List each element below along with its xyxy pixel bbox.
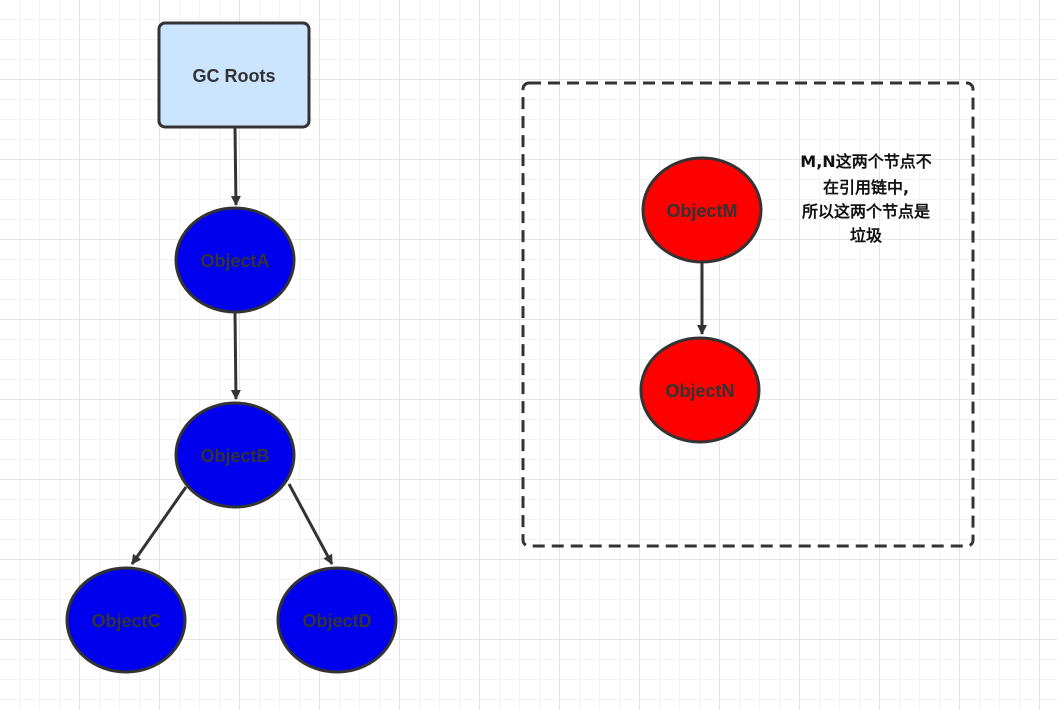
garbage-note-line-1: M,N这两个节点不 bbox=[800, 152, 931, 171]
object-c-node: ObjectC bbox=[65, 566, 187, 674]
object-c-label: ObjectC bbox=[91, 611, 160, 631]
gc-roots-label: GC Roots bbox=[193, 66, 276, 86]
garbage-note: M,N这两个节点不 在引用链中, 所以这两个节点是 垃圾 bbox=[800, 152, 931, 245]
garbage-note-line-4: 垃圾 bbox=[850, 226, 883, 245]
edge-b-to-d bbox=[287, 483, 334, 565]
edge-a-to-b bbox=[230, 312, 241, 400]
object-a-label: ObjectA bbox=[200, 251, 269, 271]
object-n-node: ObjectN bbox=[639, 336, 761, 444]
object-b-node: ObjectB bbox=[174, 401, 296, 509]
object-m-node: ObjectM bbox=[641, 156, 763, 264]
gc-roots-node: GC Roots bbox=[157, 21, 311, 129]
object-d-node: ObjectD bbox=[276, 566, 398, 674]
object-m-label: ObjectM bbox=[666, 201, 737, 221]
garbage-note-line-2: 在引用链中, bbox=[823, 178, 909, 197]
object-a-node: ObjectA bbox=[174, 206, 296, 314]
object-n-label: ObjectN bbox=[665, 381, 734, 401]
unreachable-group-box bbox=[521, 81, 975, 548]
edge-root-to-a bbox=[230, 127, 241, 206]
garbage-note-line-3: 所以这两个节点是 bbox=[802, 202, 930, 221]
edge-b-to-c bbox=[130, 486, 188, 565]
object-b-label: ObjectB bbox=[200, 446, 269, 466]
object-d-label: ObjectD bbox=[302, 611, 371, 631]
